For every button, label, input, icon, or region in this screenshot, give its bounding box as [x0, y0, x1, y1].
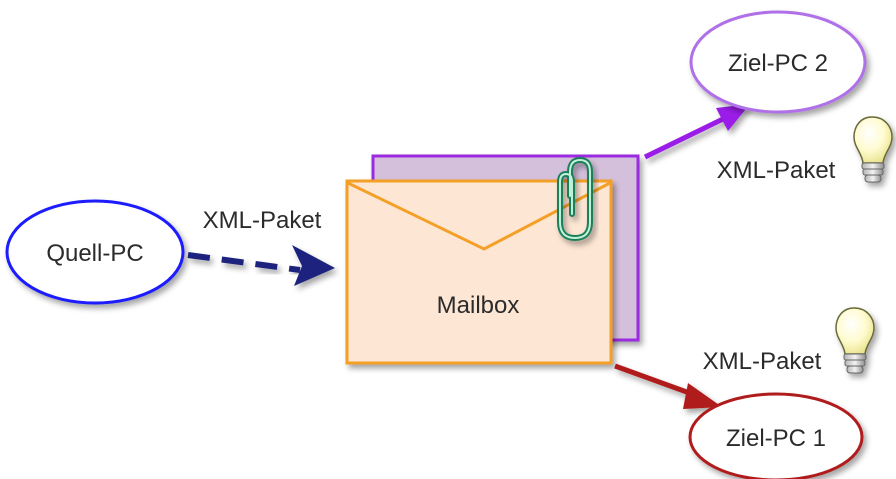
source-ellipse	[5, 199, 185, 305]
node-target2[interactable]: Ziel-PC 2	[689, 10, 867, 114]
dashed-edge-line	[187, 252, 301, 273]
lightbulb-icon	[853, 116, 893, 183]
paperclip-icon	[557, 156, 593, 242]
mailbox-label: Mailbox	[437, 292, 520, 319]
edge-source-to-mailbox[interactable]: XML-Paket	[187, 207, 335, 286]
target1-label: Ziel-PC 1	[726, 425, 826, 452]
node-target1[interactable]: Ziel-PC 1	[688, 392, 864, 479]
target2-ellipse	[689, 10, 867, 114]
edge-line-target1	[614, 363, 696, 398]
edge-arrowhead-target1	[683, 383, 722, 409]
lightbulb-icon	[835, 307, 875, 374]
edge-line-target2	[643, 115, 727, 160]
target1-ellipse	[688, 392, 864, 479]
source-label: Quell-PC	[46, 240, 143, 267]
mailbox-envelope	[345, 179, 613, 365]
edge-mailbox-to-target2[interactable]: XML-Paket	[643, 104, 836, 184]
node-source[interactable]: Quell-PC	[5, 199, 185, 305]
edge-mailbox-to-target1[interactable]: XML-Paket	[614, 348, 822, 409]
node-mailbox[interactable]: Mailbox	[345, 154, 640, 365]
edge-label-target2: XML-Paket	[717, 157, 836, 184]
edge-label-target1: XML-Paket	[703, 348, 822, 375]
edge-arrowhead-target2	[716, 104, 750, 131]
envelope-flap	[347, 181, 611, 251]
edge-arrowhead	[292, 245, 335, 286]
target2-label: Ziel-PC 2	[728, 50, 828, 77]
edge-label-source: XML-Paket	[203, 207, 322, 234]
